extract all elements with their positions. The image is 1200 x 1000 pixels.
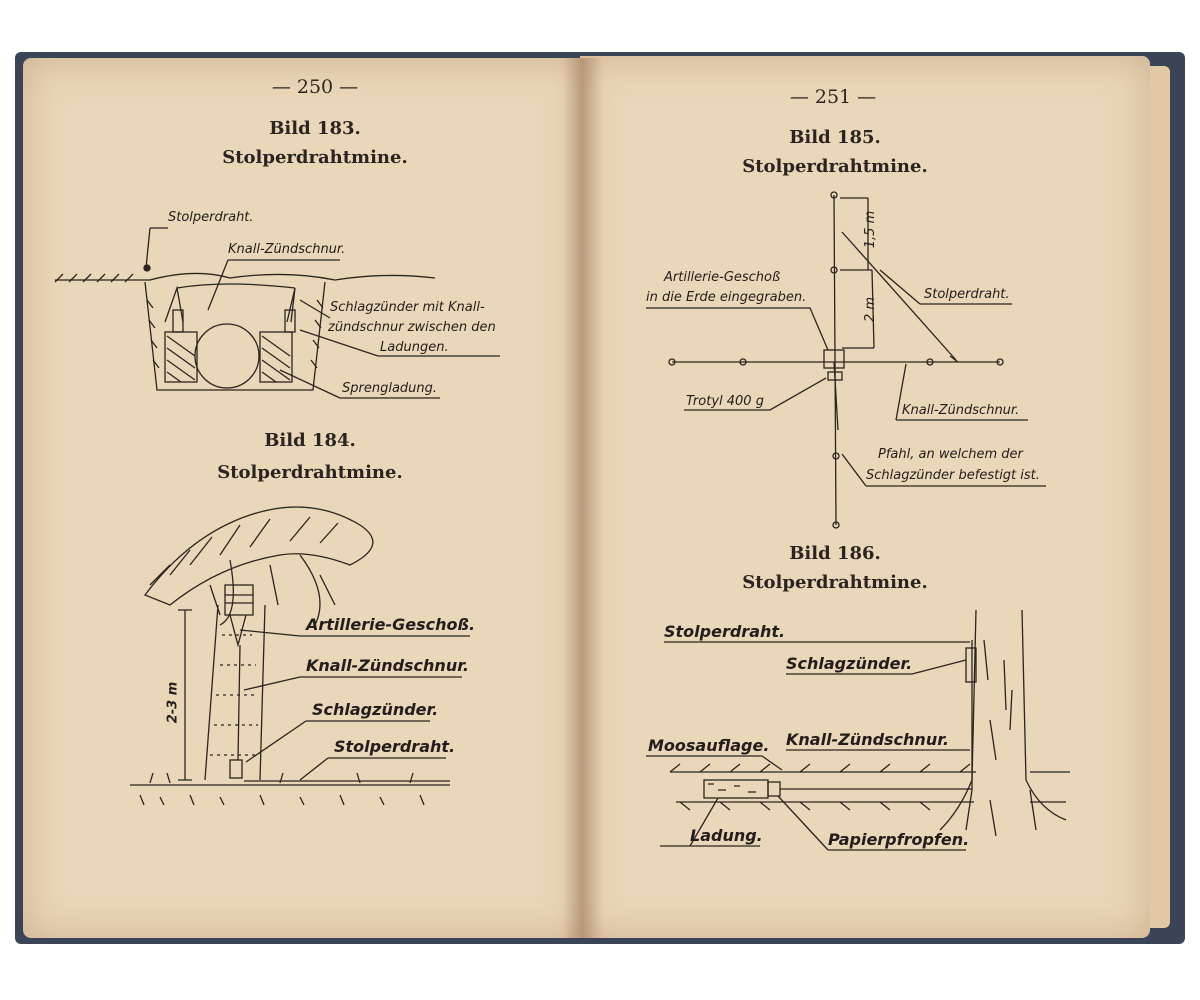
label-pfahl-185-a: Pfahl, an welchem der [878, 447, 1023, 462]
label-stolper-184: Stolperdraht. [334, 737, 456, 756]
label-pfahl-185-b: Schlagzünder befestigt ist. [866, 468, 1040, 483]
label-knall-184: Knall-Zündschnur. [306, 656, 469, 675]
figure-184-diagram [130, 506, 450, 806]
label-knall-186: Knall-Zündschnur. [786, 730, 949, 749]
figure-184-title: Bild 184. [264, 430, 356, 451]
label-ladung-186: Ladung. [690, 826, 763, 845]
label-knall-183: Knall-Zündschnur. [228, 242, 346, 257]
label-schlag-186: Schlagzünder. [786, 654, 913, 673]
right-page [580, 56, 1150, 938]
figure-183-diagram [54, 264, 436, 391]
left-page [23, 58, 583, 938]
label-moos-186: Moosauflage. [648, 736, 770, 755]
figure-183-title: Bild 183. [269, 118, 361, 139]
book-gutter [563, 58, 603, 938]
open-book [15, 52, 1185, 944]
label-artillerie-185-b: in die Erde eingegraben. [646, 290, 807, 305]
label-schlag-183-a: Schlagzünder mit Knall- [330, 300, 485, 315]
label-schlag-183-b: zündschnur zwischen den [328, 320, 496, 335]
label-schlag-184: Schlagzünder. [312, 700, 439, 719]
label-knall-185: Knall-Zündschnur. [902, 403, 1020, 418]
label-stolper-185: Stolperdraht. [924, 287, 1010, 302]
figure-184-caption: Stolperdrahtmine. [217, 462, 403, 483]
label-schlag-183-c: Ladungen. [380, 340, 449, 355]
figure-185-title: Bild 185. [789, 127, 881, 148]
label-stolperdraht-183: Stolperdraht. [168, 210, 254, 225]
label-papier-186: Papierpfropfen. [828, 830, 970, 849]
label-trotyl-185: Trotyl 400 g [686, 394, 764, 409]
figure-186-title: Bild 186. [789, 543, 881, 564]
label-geschoss-184: Artillerie-Geschoß. [306, 615, 476, 634]
figure-183-caption: Stolperdrahtmine. [222, 147, 408, 168]
figure-185-caption: Stolperdrahtmine. [742, 156, 928, 177]
label-stolper-186: Stolperdraht. [664, 622, 786, 641]
label-artillerie-185-a: Artillerie-Geschoß [664, 270, 781, 285]
label-spreng-183: Sprengladung. [342, 381, 438, 396]
figure-186-caption: Stolperdrahtmine. [742, 572, 928, 593]
page-number-right: — 251 — [789, 86, 877, 108]
page-number-left: — 250 — [271, 76, 359, 98]
